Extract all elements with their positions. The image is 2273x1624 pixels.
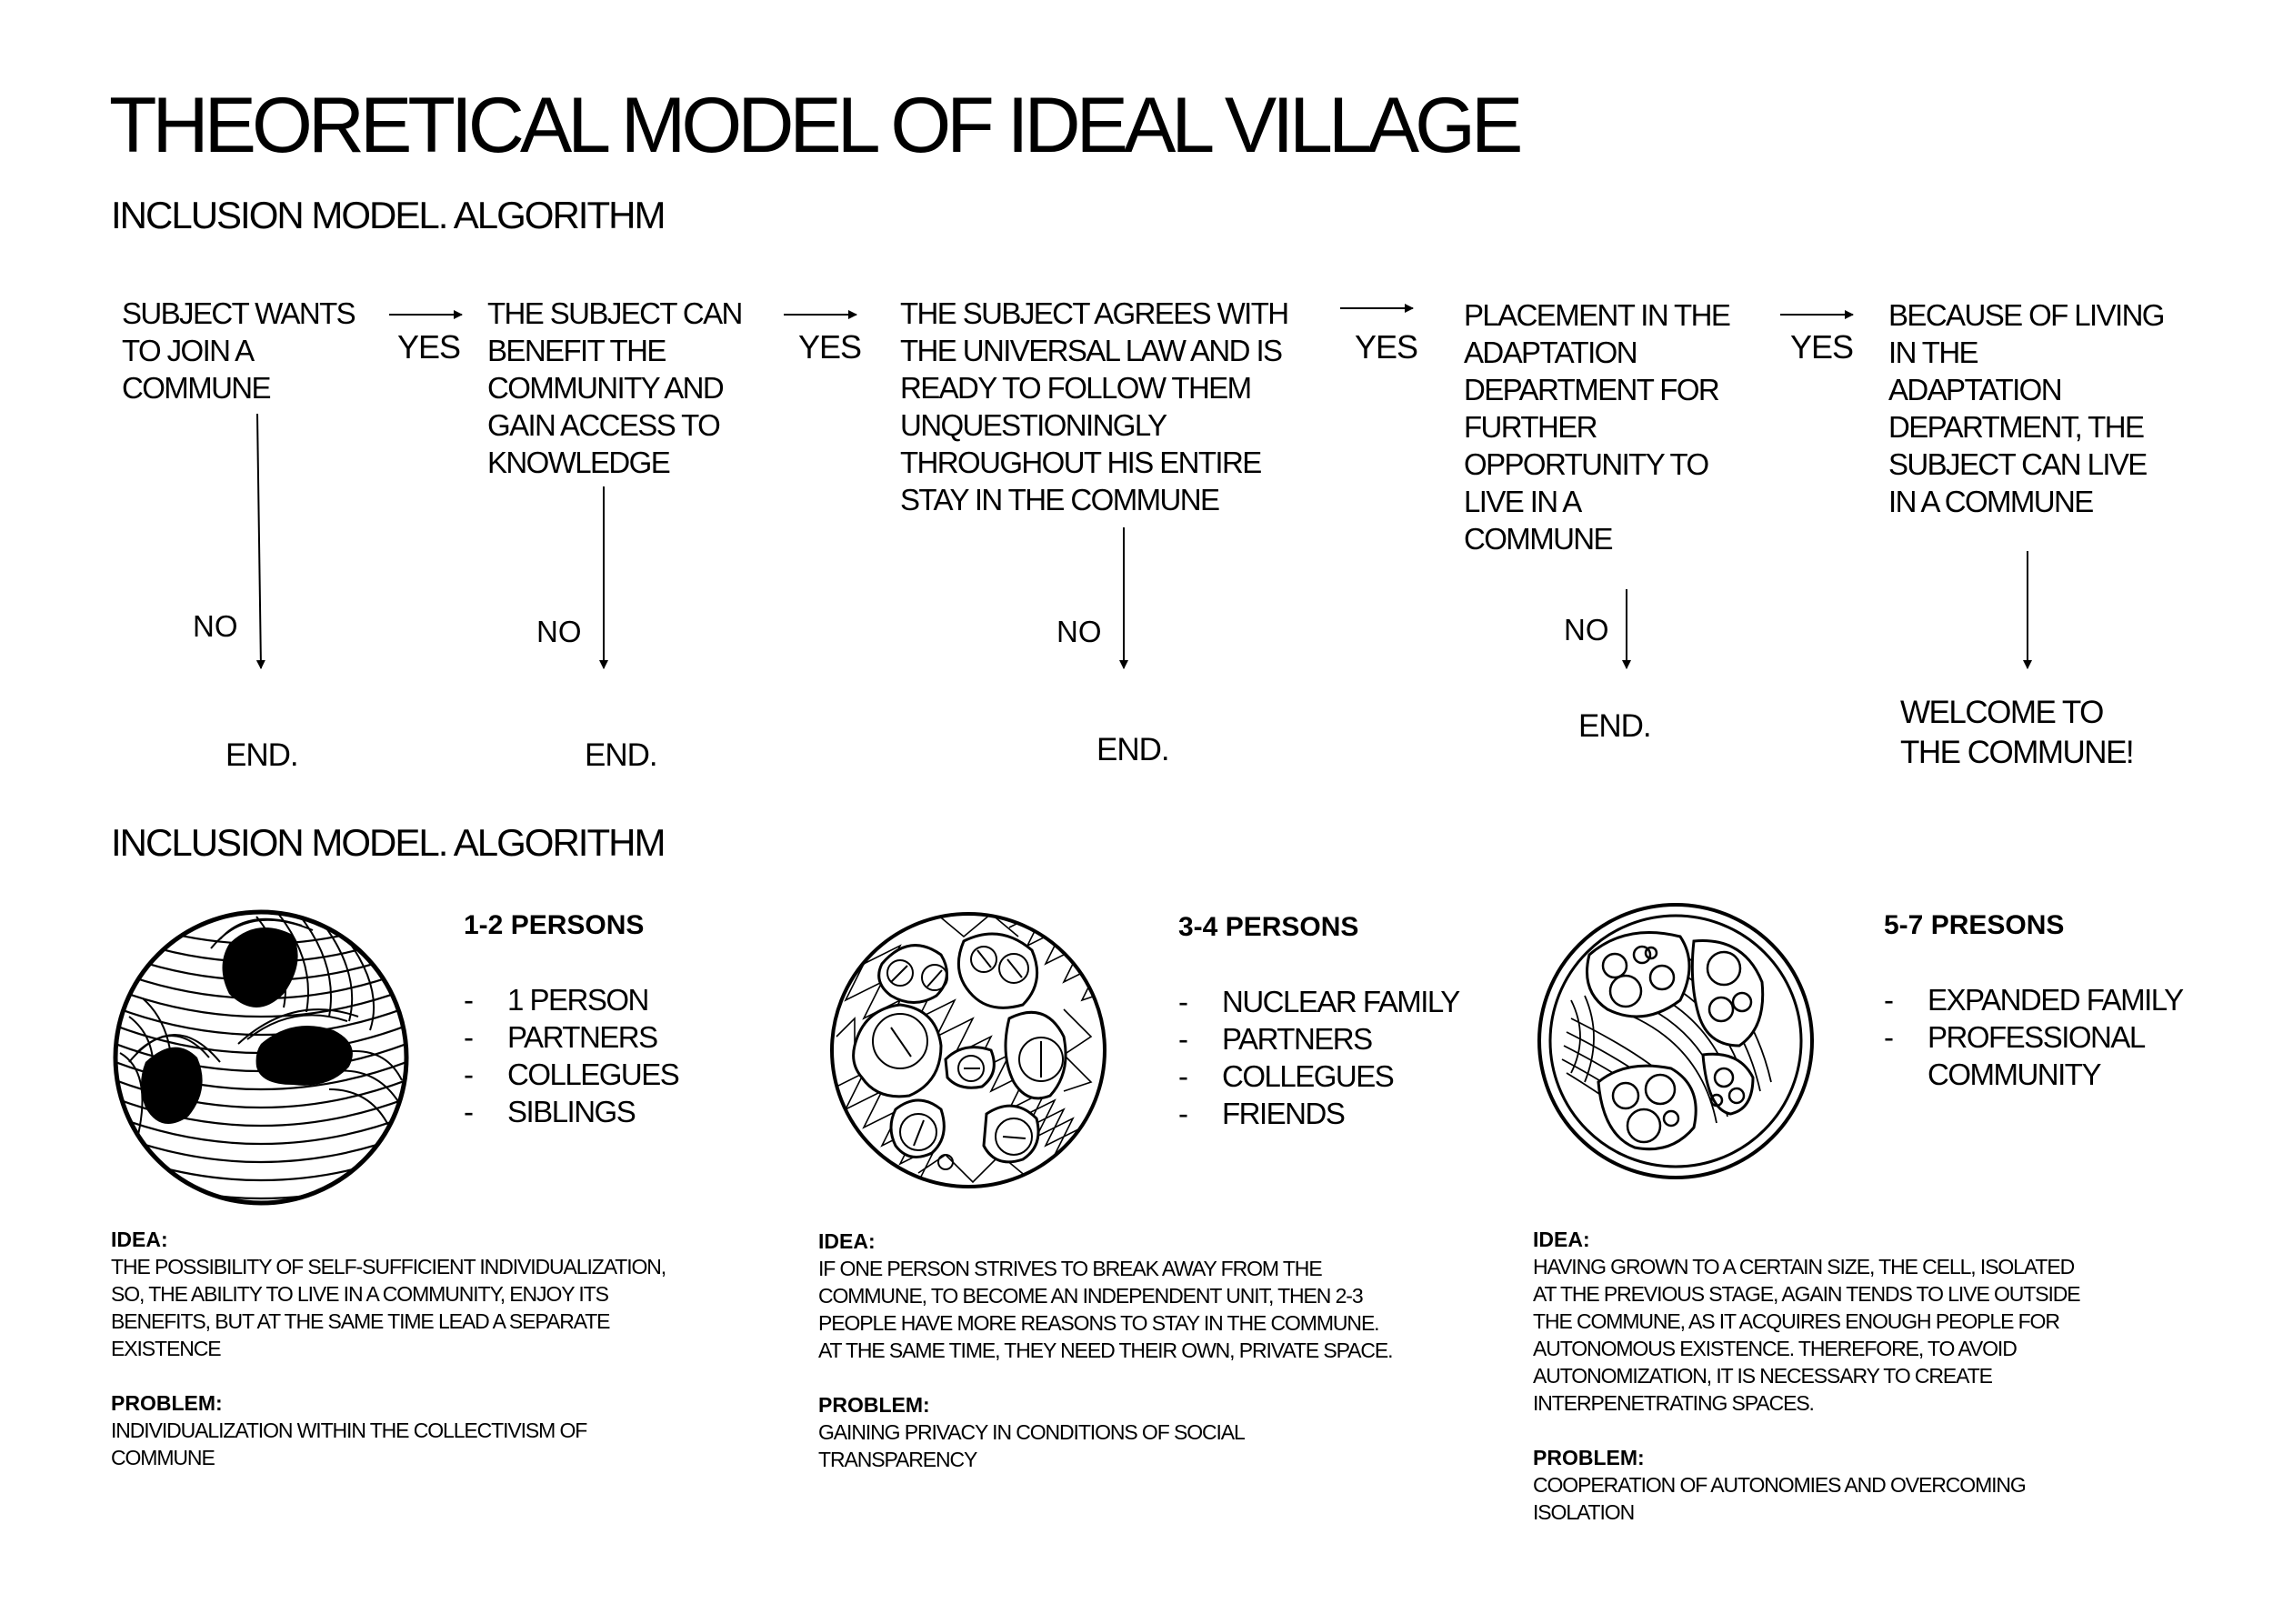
step-5-text: BECAUSE OF LIVING IN THE ADAPTATION DEPA… (1888, 298, 2165, 518)
section-title-algorithm: INCLUSION MODEL. ALGORITHM (111, 194, 666, 236)
group-2-list: -NUCLEAR FAMILY -PARTNERS -COLLEGUES -FR… (1178, 983, 1460, 1132)
problem-label: PROBLEM: (111, 1391, 223, 1415)
end-label-1: END. (225, 737, 299, 773)
list-item: -SIBLINGS (464, 1095, 636, 1128)
group-3-title: 5-7 PRESONS (1884, 910, 2065, 940)
group-1-description: IDEA: THE POSSIBILITY OF SELF-SUFFICIENT… (111, 1228, 666, 1469)
group-1-list: -1 PERSON -PARTNERS -COLLEGUES -SIBLINGS (464, 981, 680, 1130)
problem-label: PROBLEM: (1533, 1446, 1645, 1469)
cell-illustration-1-2-persons (113, 909, 409, 1206)
no-label-2: NO (536, 615, 582, 648)
no-arrow-1 (255, 413, 265, 669)
step-1-text: SUBJECT WANTS TO JOIN A COMMUNE (122, 296, 356, 405)
list-item: -COLLEGUES (1178, 1059, 1395, 1093)
end-label-2: END. (585, 737, 658, 773)
group-1-title: 1-2 PERSONS (464, 910, 645, 940)
section-title-models: INCLUSION MODEL. ALGORITHM (111, 821, 666, 864)
page-title: THEORETICAL MODEL OF IDEAL VILLAGE (109, 82, 1523, 169)
no-label-1: NO (193, 609, 238, 643)
idea-label: IDEA: (111, 1228, 168, 1251)
list-item: -EXPANDED FAMILY (1884, 983, 2184, 1017)
yes-label-2: YES (798, 328, 862, 366)
yes-label-3: YES (1355, 328, 1418, 366)
yes-label-1: YES (397, 328, 461, 366)
step-2-text: THE SUBJECT CAN BENEFIT THE COMMUNITY AN… (487, 296, 743, 479)
group-3-description: IDEA: HAVING GROWN TO A CERTAIN SIZE, TH… (1533, 1228, 2081, 1524)
end-label-4: END. (1578, 708, 1652, 744)
group-2-description: IDEA: IF ONE PERSON STRIVES TO BREAK AWA… (818, 1229, 1394, 1471)
problem-label: PROBLEM: (818, 1393, 930, 1417)
group-3-list: -EXPANDED FAMILY -PROFESSIONAL COMMUNITY (1884, 981, 2184, 1093)
idea-label: IDEA: (1533, 1228, 1590, 1251)
end-label-3: END. (1096, 732, 1170, 767)
list-item: -NUCLEAR FAMILY (1178, 985, 1460, 1018)
list-item: -FRIENDS (1178, 1097, 1346, 1130)
list-item: -COLLEGUES (464, 1058, 680, 1091)
yes-label-4: YES (1790, 328, 1854, 366)
idea-label: IDEA: (818, 1229, 876, 1253)
list-item: -PARTNERS (464, 1020, 658, 1054)
step-4-text: PLACEMENT IN THE ADAPTATION DEPARTMENT F… (1464, 298, 1731, 556)
list-item: -PARTNERS (1178, 1022, 1373, 1056)
welcome-label: WELCOME TO THE COMMUNE! (1900, 695, 2135, 770)
step-3-text: THE SUBJECT AGREES WITH THE UNIVERSAL LA… (900, 296, 1289, 516)
no-label-4: NO (1564, 613, 1609, 647)
group-2-title: 3-4 PERSONS (1178, 912, 1359, 942)
no-label-3: NO (1056, 615, 1102, 648)
list-item-continuation: COMMUNITY (1928, 1058, 2101, 1091)
cell-illustration-5-7-persons (1537, 903, 1814, 1179)
cell-illustration-3-4-persons (830, 912, 1106, 1188)
list-item: -1 PERSON (464, 983, 649, 1017)
list-item: -PROFESSIONAL (1884, 1020, 2146, 1054)
